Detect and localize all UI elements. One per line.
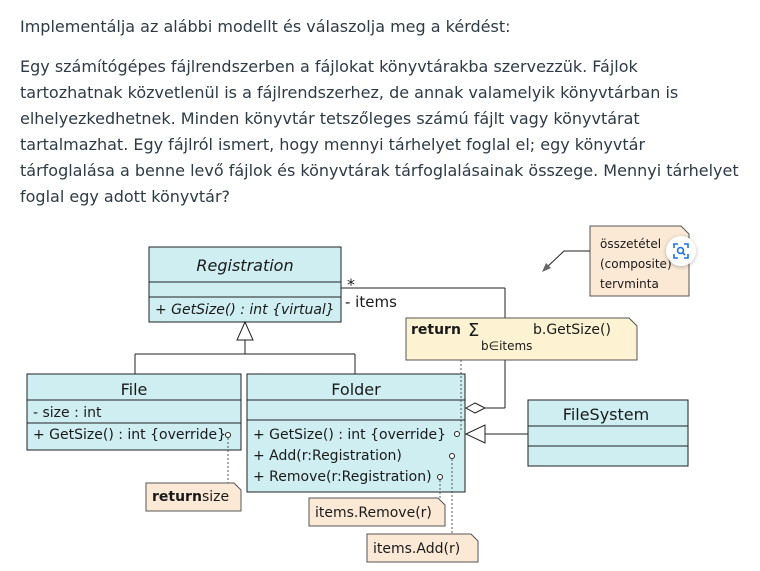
sum-subscript: b∈items xyxy=(481,339,532,353)
items-association: * - items xyxy=(341,275,506,414)
scan-icon-glyph xyxy=(673,243,689,259)
file-name: File xyxy=(121,380,148,399)
sum-return-keyword: return xyxy=(411,322,461,338)
generalization-arrow xyxy=(134,320,356,374)
file-return-keyword: return xyxy=(152,489,202,505)
registration-class: Registration + GetSize() : int {virtual} xyxy=(148,246,342,323)
folder-method-remove: + Remove(r:Registration) xyxy=(253,469,432,485)
folder-class: Folder + GetSize() : int {override} + Ad… xyxy=(246,373,466,493)
question-intro: Implementálja az alábbi modellt és válas… xyxy=(20,17,511,36)
file-class: File - size : int + GetSize() : int {ove… xyxy=(26,373,242,451)
getsize-sum-note: return Σ b∈items b.GetSize() xyxy=(405,317,638,432)
add-note: items.Add(r) xyxy=(366,459,479,563)
file-getsize-note: return size xyxy=(145,438,242,512)
file-attribute: - size : int xyxy=(33,405,102,421)
pattern-line-1: összetétel xyxy=(600,237,661,251)
pattern-line-3: tervminta xyxy=(600,277,659,291)
sum-expression: b.GetSize() xyxy=(533,322,611,338)
filesystem-name: FileSystem xyxy=(563,405,649,424)
role-label: - items xyxy=(345,293,397,311)
folder-name: Folder xyxy=(331,380,381,399)
remove-note: items.Remove(r) xyxy=(308,480,446,527)
file-return-value: size xyxy=(202,489,229,505)
pattern-line-2: (composite) xyxy=(600,257,672,271)
composition-diamond xyxy=(464,402,487,414)
composite-pattern-note: összetétel (composite) tervminta xyxy=(542,225,690,297)
add-expression: items.Add(r) xyxy=(373,541,460,557)
registration-name: Registration xyxy=(196,256,293,275)
sum-sigma: Σ xyxy=(468,320,479,341)
question-body: Egy számítógépes fájlrendszerben a fájlo… xyxy=(20,57,739,206)
remove-expression: items.Remove(r) xyxy=(315,505,432,521)
filesystem-class: FileSystem xyxy=(464,399,689,467)
file-method: + GetSize() : int {override} xyxy=(33,427,226,443)
magnify-scan-icon[interactable] xyxy=(666,236,696,266)
multiplicity-label: * xyxy=(347,275,355,294)
folder-method-add: + Add(r:Registration) xyxy=(253,448,402,464)
folder-method-getsize: + GetSize() : int {override} xyxy=(253,427,446,443)
registration-method: + GetSize() : int {virtual} xyxy=(155,302,335,318)
